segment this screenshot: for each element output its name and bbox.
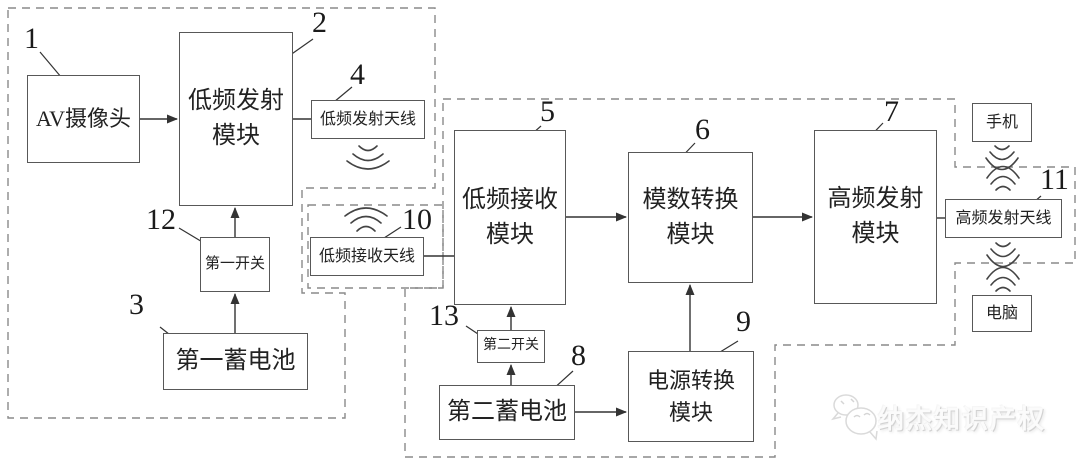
block-battery-1: 第一蓄电池: [163, 333, 308, 390]
block-switch-2-label: 第二开关: [483, 338, 539, 354]
ref-numeral-10: 10: [402, 203, 432, 236]
block-lf-receive-module: 低频接收 模块: [454, 130, 566, 305]
block-lf-receive-module-label: 低频接收 模块: [462, 186, 558, 248]
block-phone-label: 手机: [985, 113, 1018, 131]
ref-numeral-9: 9: [736, 305, 751, 338]
waves-above-hftx-antenna-icon: [986, 165, 1020, 191]
block-lf-receive-antenna-label: 低频接收天线: [318, 247, 415, 265]
block-battery-1-label: 第一蓄电池: [175, 348, 296, 375]
block-power-conversion-module: 电源转换 模块: [628, 351, 754, 442]
block-phone: 手机: [972, 103, 1032, 142]
block-switch-2: 第二开关: [477, 330, 545, 363]
block-computer-label: 电脑: [985, 304, 1018, 322]
ref-numeral-11: 11: [1040, 163, 1069, 196]
block-hf-transmit-antenna-label: 高频发射天线: [955, 209, 1052, 227]
ref-numeral-4: 4: [350, 58, 365, 91]
ref-numeral-6: 6: [695, 113, 710, 146]
ref-numeral-13: 13: [429, 299, 459, 332]
ref-numeral-3: 3: [129, 288, 144, 321]
waves-below-hftx-antenna-icon: [986, 242, 1020, 268]
watermark-text: 纳杰知识产权: [878, 405, 1047, 434]
block-battery-2-label: 第二蓄电池: [447, 399, 567, 426]
wireless-waves: [344, 145, 1020, 292]
block-av-camera-label: AV摄像头: [36, 106, 131, 132]
block-computer: 电脑: [972, 295, 1032, 332]
block-hf-transmit-antenna: 高频发射天线: [945, 199, 1062, 238]
block-av-camera: AV摄像头: [27, 75, 140, 163]
waves-below-phone-icon: [985, 145, 1019, 171]
block-switch-1-label: 第一开关: [204, 255, 265, 272]
ref-numeral-8: 8: [571, 339, 586, 372]
ref-numeral-5: 5: [540, 95, 555, 128]
block-hf-transmit-module-label: 高频发射 模块: [827, 186, 924, 247]
block-lf-transmit-module-label: 低频发射 模块: [188, 88, 284, 149]
block-lf-transmit-module: 低频发射 模块: [179, 32, 293, 206]
ref-numeral-2: 2: [312, 6, 327, 39]
block-hf-transmit-module: 高频发射 模块: [814, 130, 937, 304]
waves-above-lfrx-antenna-icon: [344, 207, 388, 232]
block-adc-module: 模数转换 模块: [628, 152, 753, 283]
block-power-conversion-module-label: 电源转换 模块: [646, 367, 735, 425]
connectors: [140, 114, 945, 417]
ref-numeral-12: 12: [146, 203, 176, 236]
dashed-outline-receiver-unit: [404, 98, 1076, 458]
block-lf-transmit-antenna-label: 低频发射天线: [319, 110, 416, 128]
waves-above-computer-icon: [986, 266, 1020, 292]
block-switch-1: 第一开关: [200, 237, 270, 292]
block-battery-2: 第二蓄电池: [439, 385, 575, 440]
dashed-outline-transmitter-unit: [7, 7, 436, 419]
block-adc-module-label: 模数转换 模块: [642, 186, 739, 248]
ref-numeral-1: 1: [24, 22, 39, 55]
block-lf-transmit-antenna: 低频发射天线: [311, 100, 425, 139]
block-lf-receive-antenna: 低频接收天线: [310, 237, 424, 276]
ref-numeral-7: 7: [884, 95, 899, 128]
watermark-logo-icon: [830, 394, 878, 441]
waves-below-lftx-antenna-icon: [346, 145, 390, 170]
